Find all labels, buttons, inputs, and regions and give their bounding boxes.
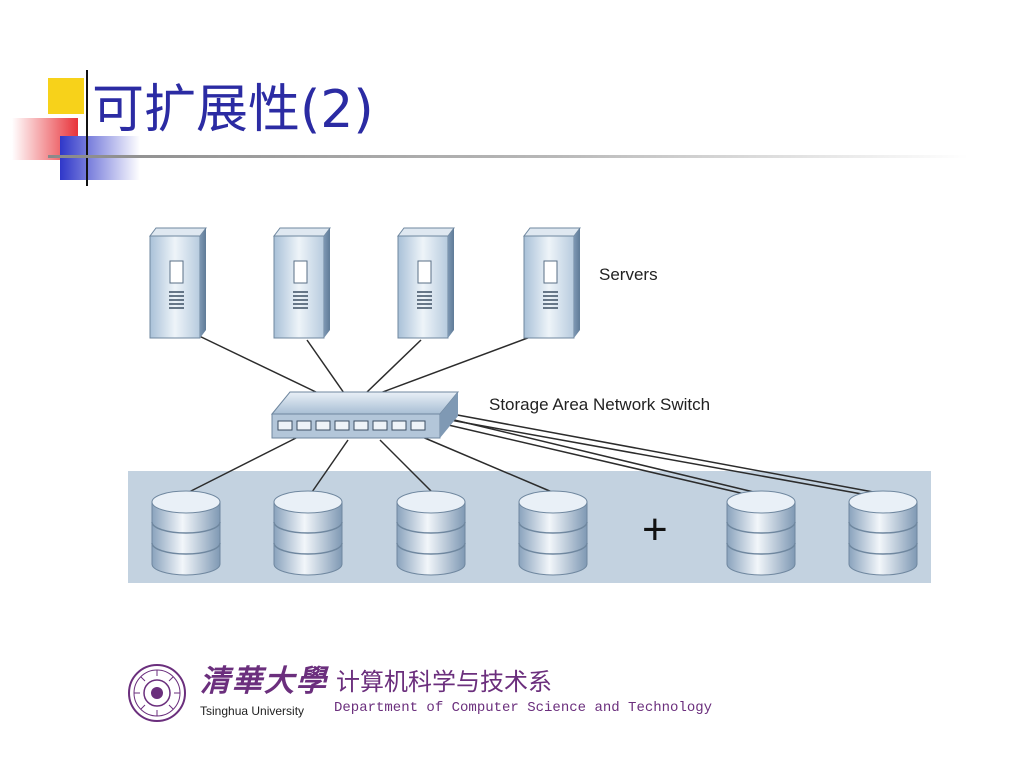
server-2	[273, 227, 331, 339]
storage-disk-4	[518, 490, 588, 576]
link-storage-6b	[449, 419, 885, 499]
storage-disk-3	[396, 490, 466, 576]
link-storage-5b	[443, 423, 763, 499]
tsinghua-seal-icon	[128, 664, 186, 722]
slide-title: 可扩展性(2)	[92, 80, 374, 140]
servers-label: Servers	[599, 265, 658, 284]
link-storage-2	[311, 439, 349, 493]
link-server-3	[365, 339, 422, 394]
link-storage-1	[188, 435, 301, 493]
link-server-2	[306, 339, 345, 394]
server-1	[149, 227, 207, 339]
department-name-en: Department of Computer Science and Techn…	[334, 700, 713, 716]
storage-disk-2	[273, 490, 343, 576]
yellow-square	[48, 78, 84, 114]
storage-disk-1	[151, 490, 221, 576]
link-storage-5a	[445, 417, 763, 495]
storage-disk-5	[726, 490, 796, 576]
storage-disk-6	[848, 490, 918, 576]
plus-sign: +	[642, 505, 668, 554]
title-underline	[48, 155, 968, 158]
link-server-4	[379, 329, 550, 394]
university-name-cn: 清華大學	[200, 664, 328, 699]
switch-label: Storage Area Network Switch	[489, 395, 711, 414]
department-name-cn: 计算机科学与技术系	[336, 668, 552, 696]
link-storage-6a	[451, 413, 885, 495]
link-server-1	[194, 333, 319, 394]
server-3	[397, 227, 455, 339]
link-storage-4	[419, 435, 553, 493]
connection-lines	[188, 329, 885, 499]
link-storage-3	[379, 439, 433, 493]
university-name-en: Tsinghua University	[200, 704, 305, 718]
server-4	[523, 227, 581, 339]
san-switch	[270, 391, 460, 439]
